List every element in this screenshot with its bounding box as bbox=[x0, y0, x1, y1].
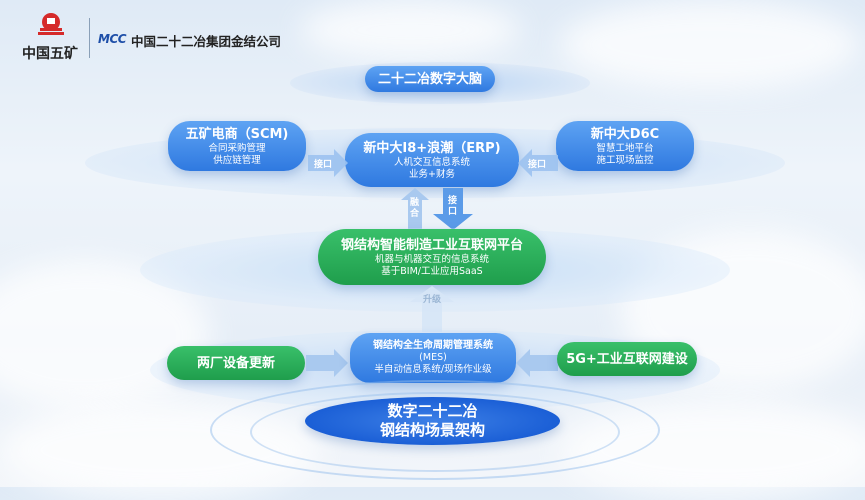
down-interface-label: 接口 bbox=[448, 196, 458, 218]
mes-title: 钢结构全生命周期管理系统 bbox=[373, 340, 493, 351]
erp-node: 新中大I8+浪潮（ERP) 人机交互信息系统 业务+财务 bbox=[345, 133, 519, 187]
digital-brain-label: 二十二冶数字大脑 bbox=[377, 71, 482, 87]
scm-line: 供应链管理 bbox=[213, 154, 261, 166]
d6c-line: 智慧工地平台 bbox=[596, 142, 654, 154]
right-row3-arrow-icon bbox=[516, 349, 558, 377]
equipment-update-title: 两厂设备更新 bbox=[196, 355, 275, 371]
5g-iiot-node: 5G+工业互联网建设 bbox=[557, 342, 697, 376]
scm-node: 五矿电商（SCM) 合同采购管理 供应链管理 bbox=[168, 121, 306, 171]
mcc-logo: MCC bbox=[98, 32, 127, 46]
left-interface-arrow-icon bbox=[308, 149, 348, 177]
d6c-node: 新中大D6C 智慧工地平台 施工现场监控 bbox=[556, 121, 694, 171]
bottom-ring-ellipse bbox=[250, 392, 620, 472]
d6c-line: 施工现场监控 bbox=[596, 154, 654, 166]
left-row3-arrow-icon bbox=[306, 349, 348, 377]
bottom-title-line1: 数字二十二冶 bbox=[387, 402, 478, 420]
equipment-update-node: 两厂设备更新 bbox=[167, 346, 305, 380]
right-interface-arrow-icon bbox=[518, 149, 558, 177]
right-interface-label: 接口 bbox=[528, 160, 547, 170]
digital-brain-node: 二十二冶数字大脑 bbox=[365, 66, 495, 92]
iiot-platform-node: 钢结构智能制造工业互联网平台 机器与机器交互的信息系统 基于BIM/工业应用Sa… bbox=[318, 229, 546, 285]
upgrade-arrow-icon bbox=[410, 286, 454, 332]
down-interface-text: 接口 bbox=[448, 196, 458, 217]
5g-iiot-title: 5G+工业互联网建设 bbox=[566, 351, 688, 367]
mes-node: 钢结构全生命周期管理系统 (MES) 半自动信息系统/现场作业级 bbox=[350, 333, 516, 383]
bottom-scene-node: 数字二十二冶 钢结构场景架构 bbox=[305, 397, 560, 445]
iiot-line: 机器与机器交互的信息系统 bbox=[374, 253, 489, 265]
up-merge-arrow-icon bbox=[401, 188, 429, 230]
mes-line: 半自动信息系统/现场作业级 bbox=[374, 364, 492, 375]
company-name: 中国二十二冶集团金结公司 bbox=[131, 34, 282, 49]
down-interface-arrow-icon bbox=[433, 188, 473, 230]
iiot-line: 基于BIM/工业应用SaaS bbox=[381, 265, 483, 277]
iiot-title: 钢结构智能制造工业互联网平台 bbox=[340, 237, 523, 253]
d6c-title: 新中大D6C bbox=[590, 126, 660, 142]
up-merge-label: 融合 bbox=[410, 198, 420, 220]
up-merge-text: 融合 bbox=[410, 198, 420, 219]
erp-line: 业务+财务 bbox=[409, 168, 455, 180]
bottom-ring-ellipse bbox=[210, 380, 660, 480]
left-interface-label: 接口 bbox=[314, 160, 333, 170]
minmetals-logo-icon bbox=[38, 13, 64, 35]
cloud-decoration bbox=[560, 0, 860, 90]
header-divider bbox=[89, 18, 90, 58]
minmetals-name: 中国五矿 bbox=[22, 46, 78, 62]
scm-title: 五矿电商（SCM) bbox=[185, 126, 289, 142]
bottom-title-line2: 钢结构场景架构 bbox=[379, 421, 485, 439]
erp-title: 新中大I8+浪潮（ERP) bbox=[363, 140, 501, 156]
cloud-decoration bbox=[300, 0, 520, 60]
erp-line: 人机交互信息系统 bbox=[393, 156, 470, 168]
upgrade-label: 升级 bbox=[423, 295, 442, 305]
scm-line: 合同采购管理 bbox=[208, 142, 266, 154]
mes-sub: (MES) bbox=[419, 352, 447, 363]
